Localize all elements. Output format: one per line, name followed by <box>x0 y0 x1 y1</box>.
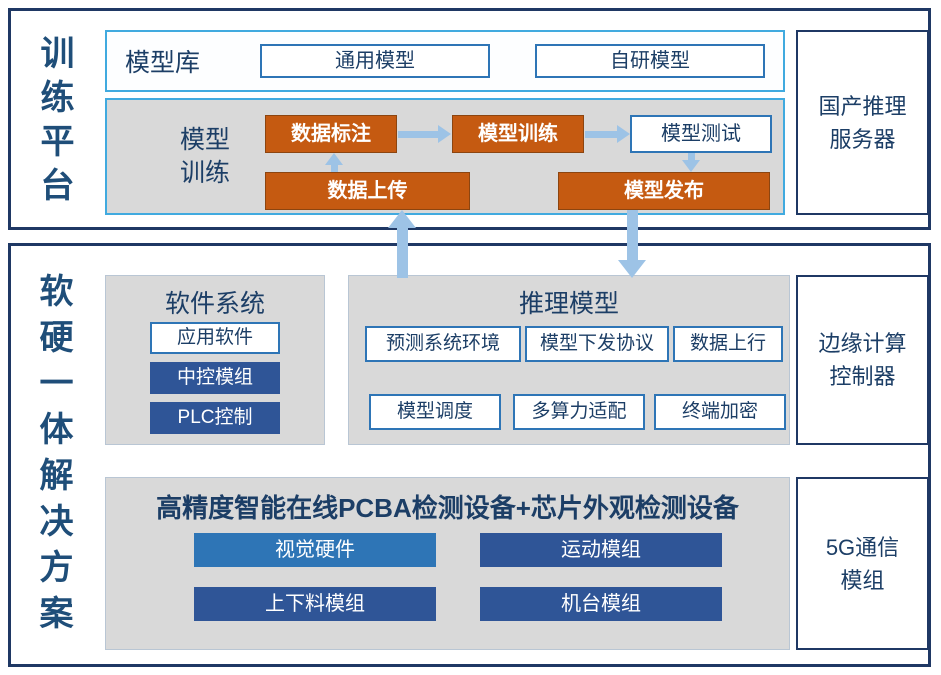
equipment-title: 高精度智能在线PCBA检测设备+芯片外观检测设备 <box>156 493 739 523</box>
central-control-module-box: 中控模组 <box>150 362 280 394</box>
model-delivery-protocol-box: 模型下发协议 <box>525 326 669 362</box>
arrow-upload-to-annotation-icon <box>325 153 343 172</box>
model-training-label-line2: 训练 <box>179 158 230 187</box>
step-model-training: 模型训练 <box>452 115 584 153</box>
step-data-upload: 数据上传 <box>265 172 470 210</box>
self-developed-model-box: 自研模型 <box>535 44 765 78</box>
equipment-panel: 高精度智能在线PCBA检测设备+芯片外观检测设备 视觉硬件 运动模组 上下料模组… <box>105 477 790 650</box>
vision-hardware-box: 视觉硬件 <box>194 533 436 567</box>
model-library-label: 模型库 <box>125 49 201 77</box>
data-uplink-box: 数据上行 <box>673 326 783 362</box>
model-training-panel: 模型 训练 数据标注 模型训练 模型测试 数据上传 模型发布 <box>105 98 785 215</box>
inference-server-label-line1: 国产推理 <box>818 93 907 119</box>
integrated-solution-vertical-label: 软硬一体解决方案 <box>34 273 72 641</box>
step-model-release: 模型发布 <box>558 172 770 210</box>
model-library-panel: 模型库 通用模型 自研模型 <box>105 30 785 92</box>
loading-module-box: 上下料模组 <box>194 587 436 621</box>
general-model-box: 通用模型 <box>260 44 490 78</box>
arrow-annotation-to-training-icon <box>398 125 451 143</box>
integrated-solution-section: 软硬一体解决方案 软件系统 应用软件 中控模组 PLC控制 推理模型 预测系统环… <box>8 243 931 667</box>
training-platform-vertical-label: 训练平台 <box>35 35 73 211</box>
software-system-label: 软件系统 <box>164 290 265 318</box>
inference-server-box: 国产推理 服务器 <box>796 30 929 215</box>
model-scheduling-box: 模型调度 <box>369 394 501 430</box>
edge-controller-box: 边缘计算 控制器 <box>796 275 929 445</box>
edge-controller-label-line2: 控制器 <box>829 364 896 389</box>
machine-module-box: 机台模组 <box>480 587 722 621</box>
inference-model-panel: 推理模型 预测系统环境 模型下发协议 数据上行 模型调度 多算力适配 终端加密 <box>348 275 790 445</box>
arrow-release-to-inference-icon <box>618 210 646 278</box>
motion-module-box: 运动模组 <box>480 533 722 567</box>
terminal-encryption-box: 终端加密 <box>654 394 786 430</box>
comm-module-label-line2: 模组 <box>840 567 885 593</box>
prediction-system-env-box: 预测系统环境 <box>365 326 521 362</box>
application-software-box: 应用软件 <box>150 322 280 354</box>
step-model-testing: 模型测试 <box>630 115 772 153</box>
multi-computing-adaptation-box: 多算力适配 <box>513 394 645 430</box>
comm-module-box: 5G通信 模组 <box>796 477 929 650</box>
edge-controller-label-line1: 边缘计算 <box>818 331 907 356</box>
comm-module-label-line1: 5G通信 <box>825 534 900 560</box>
model-training-label-line1: 模型 <box>179 126 230 154</box>
step-data-annotation: 数据标注 <box>265 115 397 153</box>
plc-control-box: PLC控制 <box>150 402 280 434</box>
inference-server-label-line2: 服务器 <box>829 126 896 152</box>
software-system-panel: 软件系统 应用软件 中控模组 PLC控制 <box>105 275 325 445</box>
model-training-label: 模型 训练 <box>147 100 263 213</box>
arrow-inference-to-upload-icon <box>388 210 416 278</box>
training-platform-section: 训练平台 模型库 通用模型 自研模型 模型 训练 数据标注 模型训练 <box>8 8 931 230</box>
arrow-training-to-testing-icon <box>585 125 630 143</box>
inference-model-label: 推理模型 <box>518 290 619 318</box>
arrow-testing-to-release-icon <box>682 153 700 172</box>
